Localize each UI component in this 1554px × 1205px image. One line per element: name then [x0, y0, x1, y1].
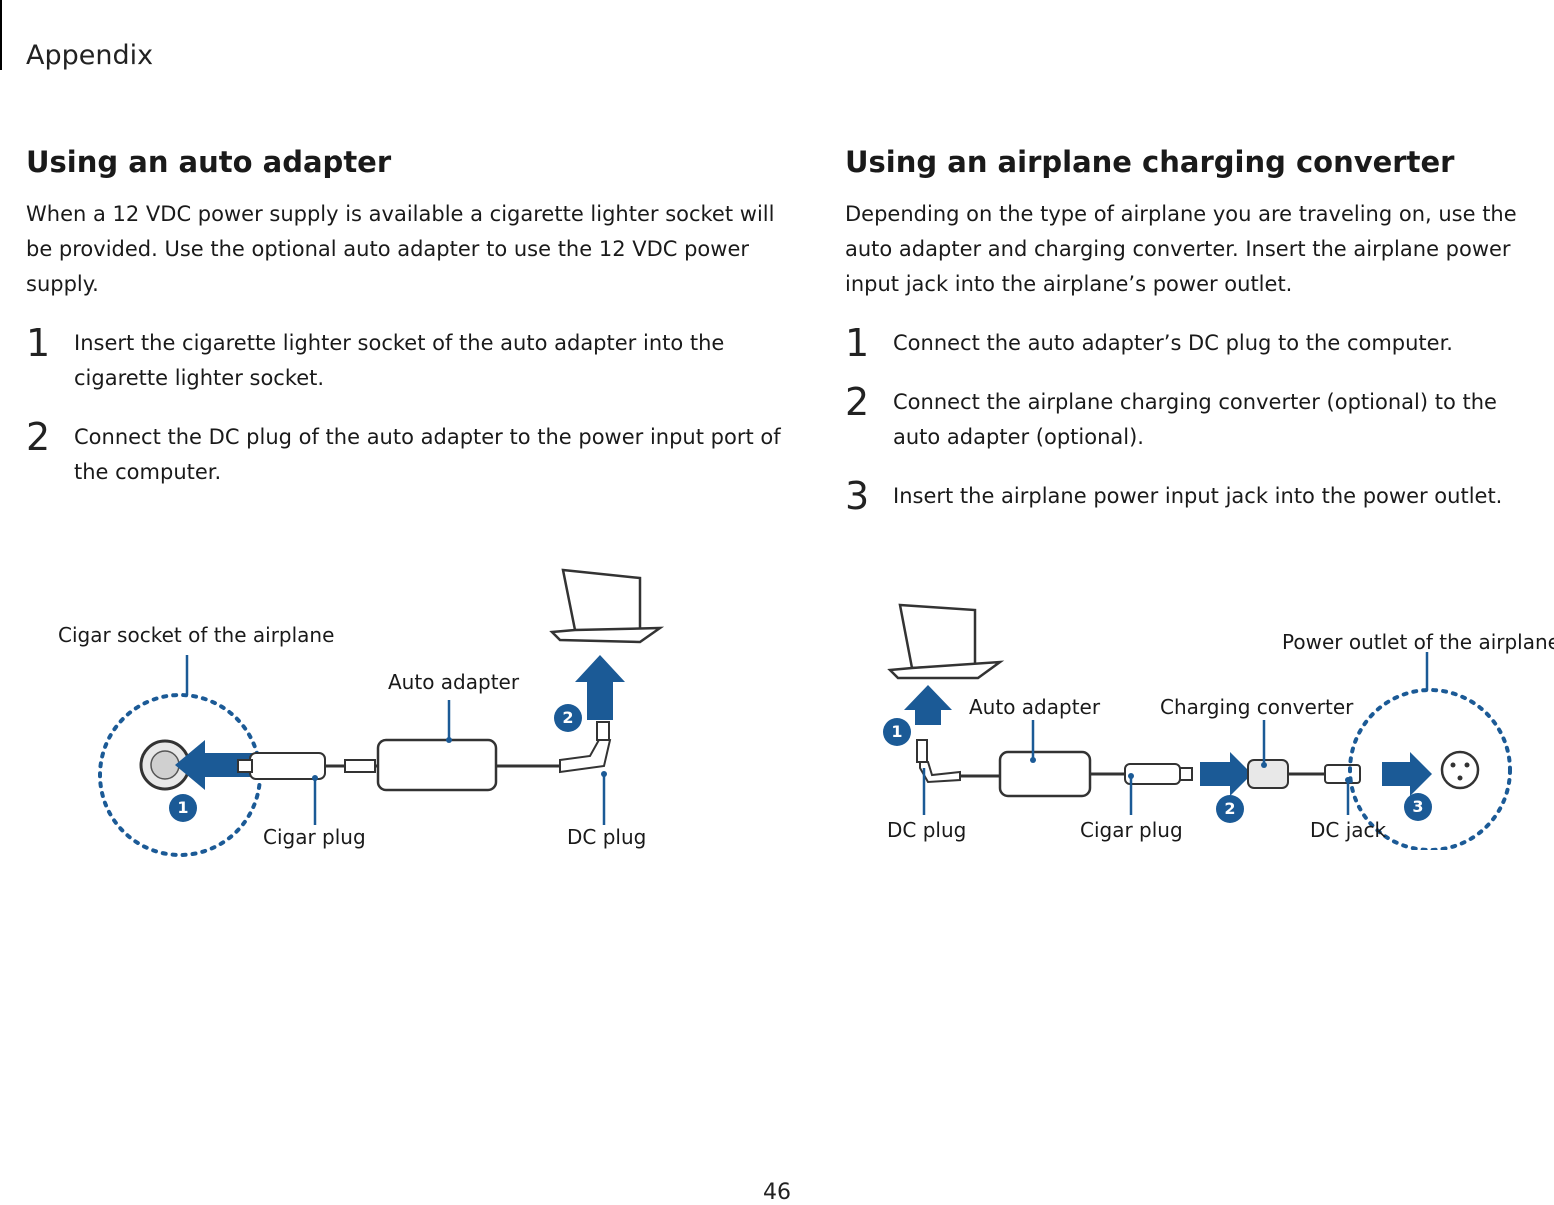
step-number: 3 — [845, 474, 870, 518]
auto-adapter-illustration — [98, 568, 665, 857]
step-text: Insert the cigarette lighter socket of t… — [74, 331, 725, 390]
step-badge: 3 — [1404, 793, 1432, 821]
step-number: 2 — [26, 415, 51, 459]
step-badge: 2 — [1216, 795, 1244, 823]
auto-adapter-icon — [998, 750, 1092, 798]
cigar-plug-label: Cigar plug — [1080, 818, 1183, 842]
outlet-highlight-circle — [1348, 688, 1512, 850]
step-text: Connect the auto adapter’s DC plug to th… — [893, 331, 1453, 355]
right-column: Using an airplane charging converter Dep… — [845, 145, 1550, 518]
page-number: 46 — [763, 1180, 791, 1205]
laptop-icon — [898, 603, 977, 670]
cigar-plug-label: Cigar plug — [263, 825, 366, 849]
airplane-converter-diagram: Power outlet of the airplane Auto adapte… — [820, 590, 1554, 850]
charging-converter-icon — [1247, 759, 1289, 789]
auto-adapter-diagram: Cigar socket of the airplane Auto adapte… — [0, 560, 780, 860]
step-badge: 2 — [554, 704, 582, 732]
step-text: Connect the airplane charging converter … — [893, 390, 1497, 449]
step-item: 2 Connect the DC plug of the auto adapte… — [26, 415, 786, 490]
charging-converter-label: Charging converter — [1160, 695, 1354, 719]
dc-plug-label: DC plug — [887, 818, 967, 842]
power-outlet-label: Power outlet of the airplane — [1282, 630, 1554, 654]
step-item: 3 Insert the airplane power input jack i… — [845, 474, 1550, 518]
step-item: 2 Connect the airplane charging converte… — [845, 380, 1550, 455]
cigar-plug-icon — [249, 752, 326, 780]
step-badge: 1 — [883, 718, 911, 746]
section-title-airplane-converter: Using an airplane charging converter — [845, 145, 1455, 179]
step-number: 1 — [845, 321, 870, 365]
insert-arrow-icon — [175, 740, 255, 790]
left-column: Using an auto adapter When a 12 VDC powe… — [26, 145, 786, 490]
right-arrow-icon — [1382, 752, 1432, 796]
step-text: Connect the DC plug of the auto adapter … — [74, 425, 781, 484]
running-header: Appendix — [26, 40, 154, 71]
step-item: 1 Insert the cigarette lighter socket of… — [26, 321, 786, 396]
step-number: 2 — [845, 380, 870, 424]
intro-paragraph: When a 12 VDC power supply is available … — [26, 202, 775, 296]
dc-plug-icon — [559, 736, 612, 774]
step-text: Insert the airplane power input jack int… — [893, 484, 1503, 508]
right-arrow-icon — [1200, 752, 1252, 796]
step-number: 1 — [26, 321, 51, 365]
dc-jack-icon — [1324, 764, 1361, 784]
cigar-socket-label: Cigar socket of the airplane — [58, 623, 335, 647]
airplane-converter-illustration — [887, 603, 1512, 850]
dc-plug-icon — [919, 761, 961, 784]
power-outlet-icon — [1440, 750, 1480, 790]
dc-plug-label: DC plug — [567, 825, 647, 849]
auto-adapter-label: Auto adapter — [969, 695, 1101, 719]
laptop-icon — [561, 568, 642, 637]
section-title-auto-adapter: Using an auto adapter — [26, 145, 392, 179]
up-arrow-icon — [575, 655, 625, 720]
step-item: 1 Connect the auto adapter’s DC plug to … — [845, 321, 1550, 365]
intro-paragraph: Depending on the type of airplane you ar… — [845, 202, 1517, 296]
auto-adapter-icon — [376, 738, 498, 792]
header-rule — [0, 0, 2, 70]
auto-adapter-label: Auto adapter — [388, 670, 520, 694]
up-arrow-icon — [904, 685, 952, 725]
dc-jack-label: DC jack — [1310, 818, 1387, 842]
step-badge: 1 — [169, 794, 197, 822]
cigar-plug-icon — [1124, 763, 1181, 785]
